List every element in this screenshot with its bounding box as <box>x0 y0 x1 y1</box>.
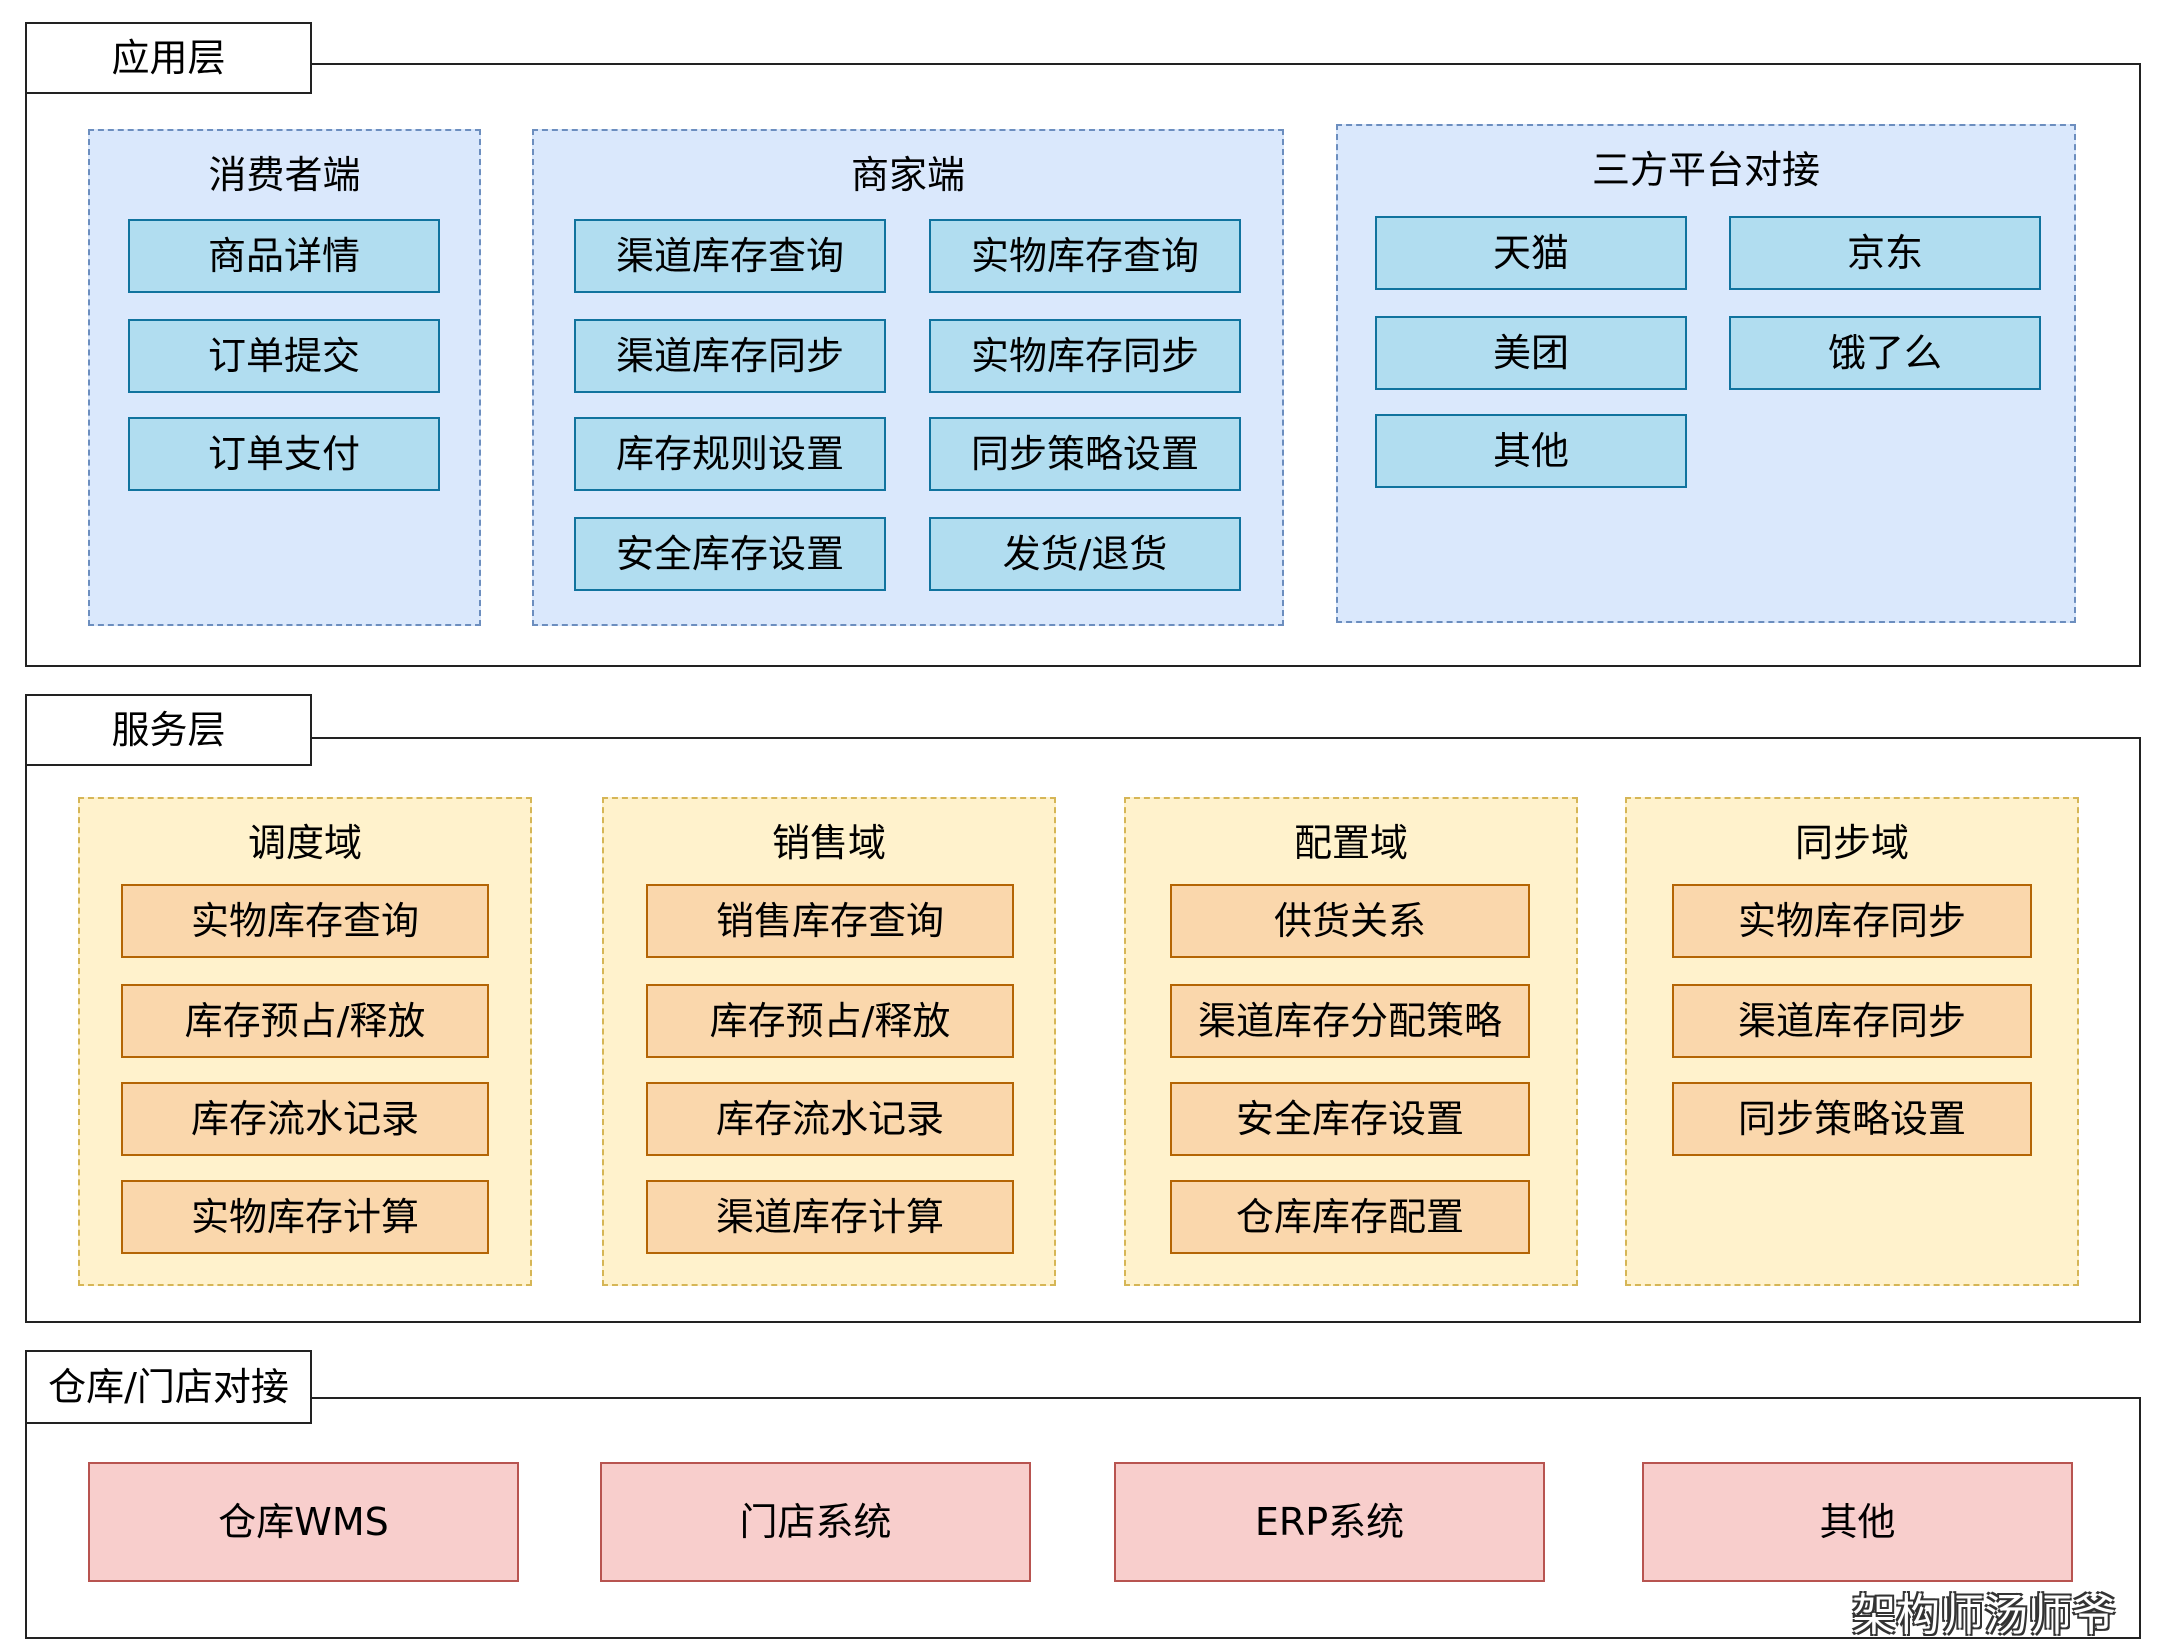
sync-domain-item: 渠道库存同步 <box>1672 984 2032 1058</box>
integration-item-erp: ERP系统 <box>1114 1462 1545 1582</box>
sync-domain-item: 同步策略设置 <box>1672 1082 2032 1156</box>
sales-domain-item: 库存预占/释放 <box>646 984 1014 1058</box>
merchant-item: 实物库存同步 <box>929 319 1241 393</box>
merchant-item: 同步策略设置 <box>929 417 1241 491</box>
config-domain-item: 仓库库存配置 <box>1170 1180 1530 1254</box>
scheduling-domain-item: 实物库存计算 <box>121 1180 489 1254</box>
sales-domain-item: 库存流水记录 <box>646 1082 1014 1156</box>
scheduling-domain-item: 库存流水记录 <box>121 1082 489 1156</box>
consumer-group-title: 消费者端 <box>208 153 361 197</box>
merchant-item: 渠道库存查询 <box>574 219 886 293</box>
merchant-item: 实物库存查询 <box>929 219 1241 293</box>
merchant-item: 库存规则设置 <box>574 417 886 491</box>
merchant-item: 发货/退货 <box>929 517 1241 591</box>
sales-domain-item: 渠道库存计算 <box>646 1180 1014 1254</box>
sync-domain-item: 实物库存同步 <box>1672 884 2032 958</box>
integration-item-store-system: 门店系统 <box>600 1462 1031 1582</box>
consumer-item: 订单支付 <box>128 417 440 491</box>
third-party-item: 其他 <box>1375 414 1687 488</box>
config-domain-title: 配置域 <box>1293 821 1408 865</box>
merchant-item: 安全库存设置 <box>574 517 886 591</box>
sync-domain-title: 同步域 <box>1794 821 1909 865</box>
integration-item-wms: 仓库WMS <box>88 1462 519 1582</box>
consumer-item: 商品详情 <box>128 219 440 293</box>
config-domain-item: 渠道库存分配策略 <box>1170 984 1530 1058</box>
third-party-group-title: 三方平台对接 <box>1591 148 1820 192</box>
scheduling-domain-item: 库存预占/释放 <box>121 984 489 1058</box>
integration-layer-tab: 仓库/门店对接 <box>25 1350 312 1424</box>
consumer-item: 订单提交 <box>128 319 440 393</box>
config-domain-item: 供货关系 <box>1170 884 1530 958</box>
service-layer-tab: 服务层 <box>25 694 312 766</box>
third-party-item: 天猫 <box>1375 216 1687 290</box>
scheduling-domain-item: 实物库存查询 <box>121 884 489 958</box>
sales-domain-item: 销售库存查询 <box>646 884 1014 958</box>
sales-domain-title: 销售域 <box>771 821 886 865</box>
third-party-item: 美团 <box>1375 316 1687 390</box>
merchant-group-title: 商家端 <box>850 153 965 197</box>
scheduling-domain-title: 调度域 <box>247 821 362 865</box>
watermark: 架构师汤师爷 <box>1852 1590 2116 1641</box>
integration-item-other: 其他 <box>1642 1462 2073 1582</box>
config-domain-item: 安全库存设置 <box>1170 1082 1530 1156</box>
merchant-item: 渠道库存同步 <box>574 319 886 393</box>
third-party-item: 饿了么 <box>1729 316 2041 390</box>
third-party-item: 京东 <box>1729 216 2041 290</box>
application-layer-tab: 应用层 <box>25 22 312 94</box>
